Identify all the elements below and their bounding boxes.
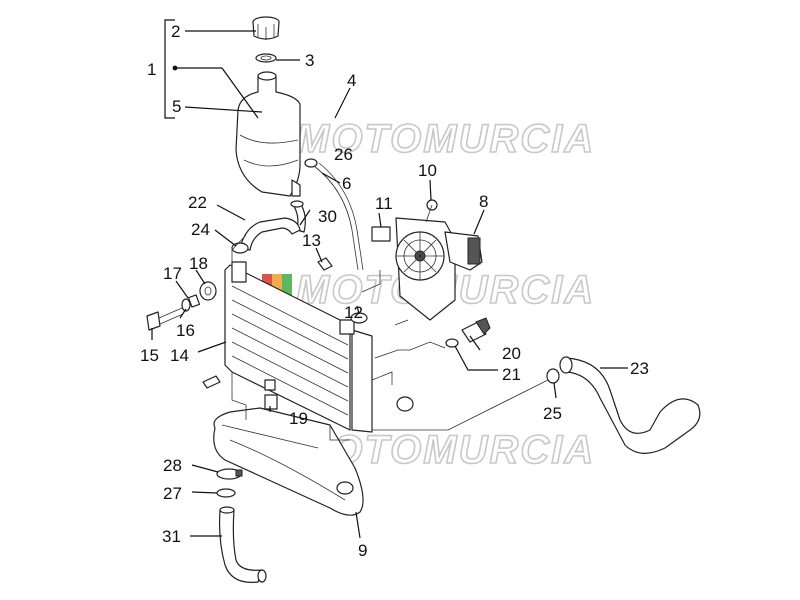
callout-23: 23 bbox=[630, 359, 649, 378]
callout-8: 8 bbox=[479, 192, 488, 211]
callout-17: 17 bbox=[163, 264, 182, 283]
tank-cap-part bbox=[252, 16, 280, 40]
hose-clamp-28-part bbox=[216, 468, 243, 480]
radiator-part bbox=[224, 261, 373, 433]
callout-11: 11 bbox=[375, 194, 393, 213]
bushing-19-part bbox=[264, 379, 278, 410]
callout-6: 6 bbox=[342, 174, 351, 193]
callout-3: 3 bbox=[305, 51, 314, 70]
callout-5: 5 bbox=[172, 97, 181, 116]
callout-14: 14 bbox=[170, 346, 189, 365]
thermo-switch-part bbox=[445, 317, 491, 348]
hose-clamp-25-part bbox=[546, 368, 560, 384]
bottom-coolant-hose-part bbox=[218, 506, 267, 583]
cooling-fan-part bbox=[395, 217, 483, 321]
watermark-top: MOTOMURCIA bbox=[262, 116, 595, 162]
callout-18: 18 bbox=[189, 254, 208, 273]
callout-labels: 1 2 3 4 5 6 8 9 10 11 12 13 14 15 16 17 … bbox=[140, 22, 649, 560]
callout-19: 19 bbox=[289, 409, 308, 428]
lower-coolant-hose-part bbox=[559, 356, 701, 454]
breather-hose-part bbox=[304, 158, 364, 271]
callout-24: 24 bbox=[191, 220, 210, 239]
fan-screw-part bbox=[425, 199, 438, 223]
callout-25: 25 bbox=[543, 404, 562, 423]
callout-4: 4 bbox=[347, 71, 356, 90]
seal-ring-part bbox=[255, 53, 277, 63]
callout-30: 30 bbox=[318, 207, 337, 226]
callout-31: 31 bbox=[162, 527, 181, 546]
callout-1: 1 bbox=[147, 60, 156, 79]
callout-2: 2 bbox=[171, 22, 180, 41]
expansion-tank-part bbox=[235, 71, 301, 197]
callout-21: 21 bbox=[502, 365, 521, 384]
fan-bracket-part bbox=[371, 226, 391, 242]
callout-28: 28 bbox=[163, 456, 182, 475]
callout-13: 13 bbox=[302, 231, 321, 250]
callout-27: 27 bbox=[163, 484, 182, 503]
seal-ring-27-part bbox=[216, 488, 236, 498]
callout-9: 9 bbox=[358, 541, 367, 560]
radiator-upper-hose-part bbox=[239, 217, 301, 251]
radiator-cover-part bbox=[213, 407, 364, 516]
callout-15: 15 bbox=[140, 346, 159, 365]
watermark-top-text: MOTOMURCIA bbox=[296, 117, 595, 161]
leader-lines bbox=[151, 19, 628, 539]
loose-fitting-part bbox=[202, 375, 414, 412]
callout-10: 10 bbox=[418, 161, 437, 180]
callout-22: 22 bbox=[188, 193, 207, 212]
callout-26: 26 bbox=[334, 145, 353, 164]
mounting-bolt-part bbox=[146, 281, 217, 331]
tank-outlet-hose-part bbox=[290, 200, 306, 233]
callout-20: 20 bbox=[502, 344, 521, 363]
callout-16: 16 bbox=[176, 321, 195, 340]
assembly-reference-lines bbox=[231, 234, 549, 441]
callout-12: 12 bbox=[344, 303, 363, 322]
